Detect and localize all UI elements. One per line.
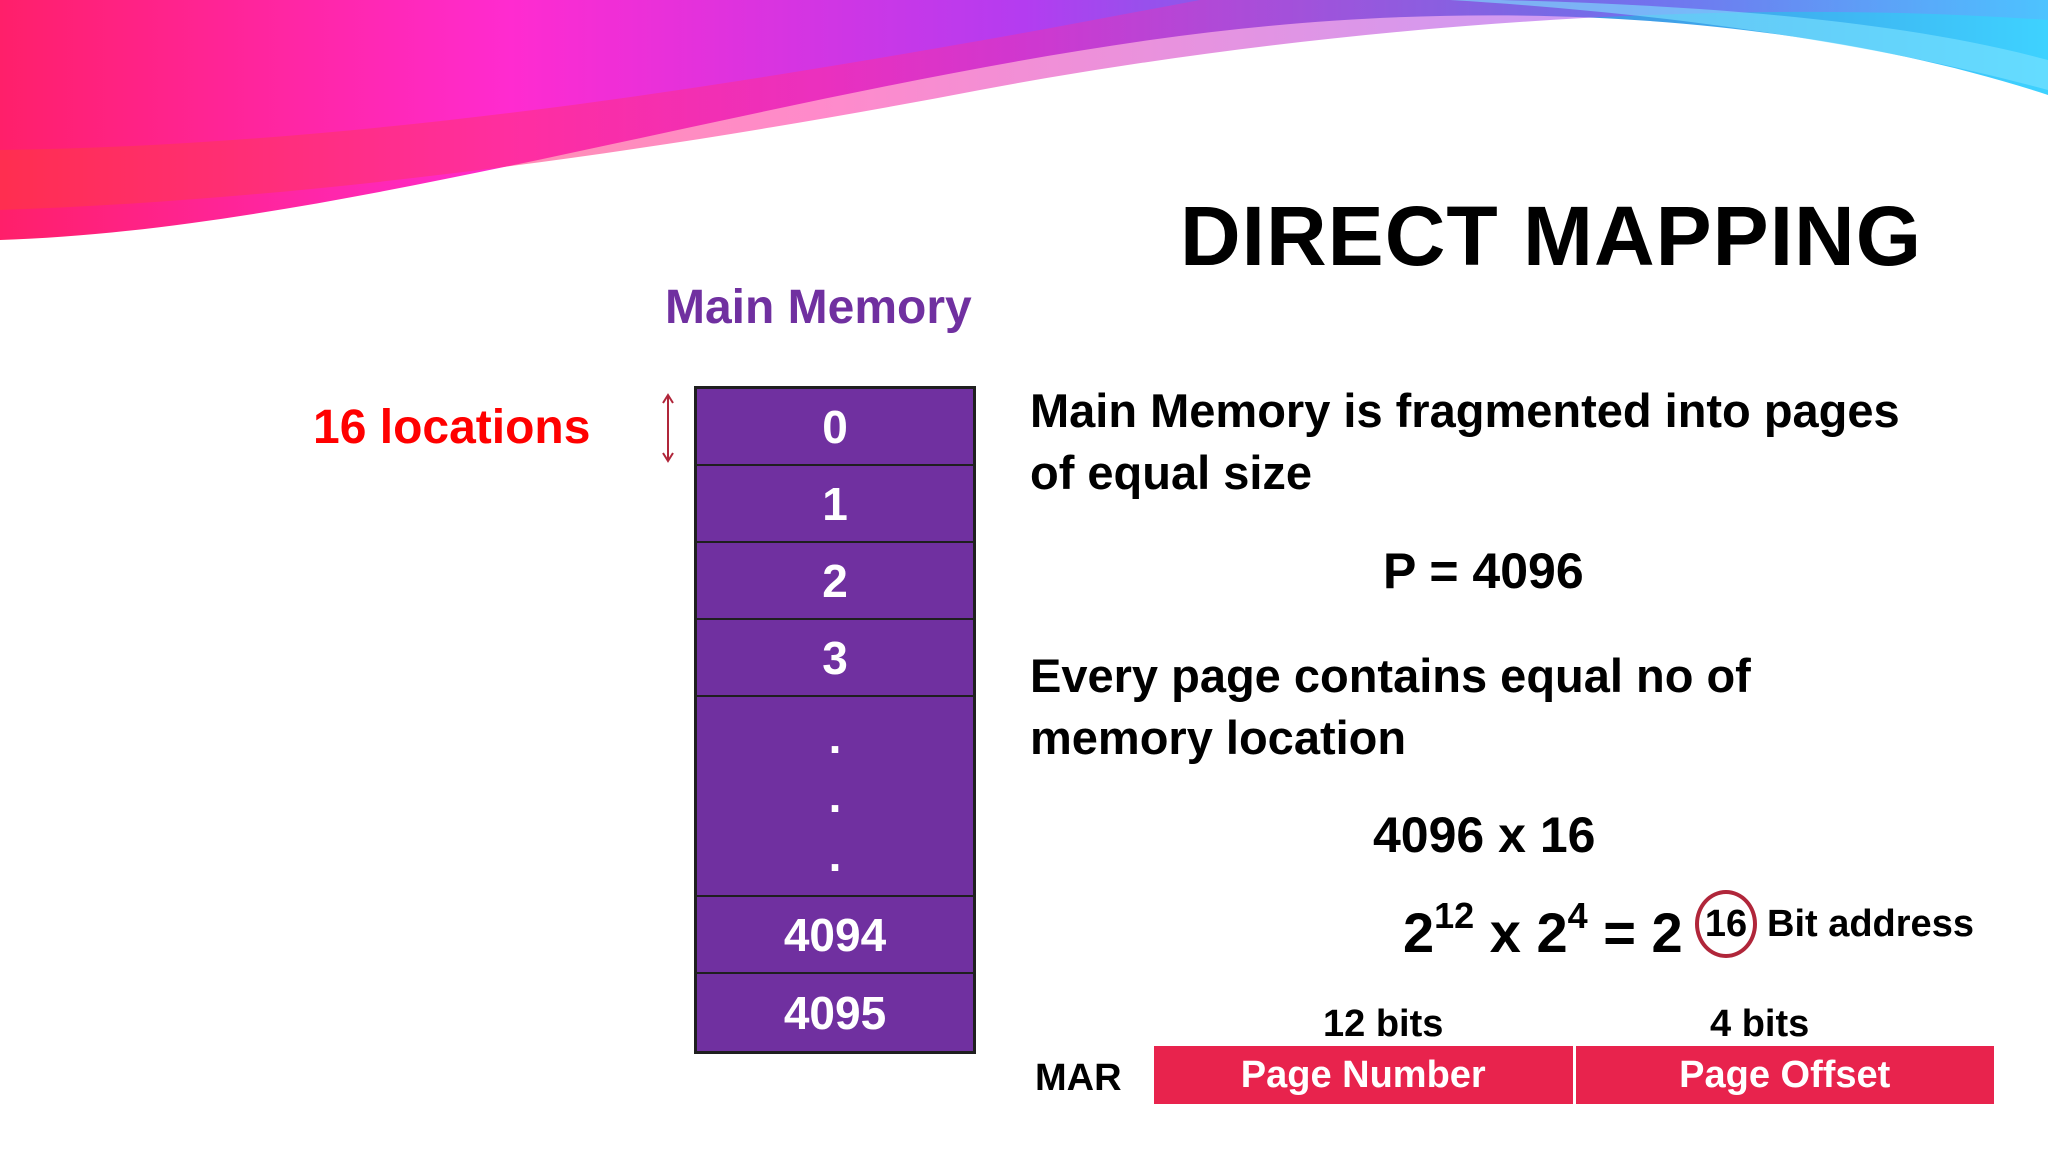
paragraph-line: Every page contains equal no of — [1030, 645, 1751, 707]
memory-cell: 4095 — [697, 974, 973, 1051]
circled-exponent: 16 — [1695, 890, 1757, 958]
bits-right-label: 4 bits — [1710, 1003, 1809, 1046]
mar-label: MAR — [1035, 1057, 1122, 1100]
paragraph-locations: Every page contains equal no of memory l… — [1030, 645, 1751, 769]
eq-result: = 2 — [1588, 901, 1683, 964]
eq-exponent: 12 — [1434, 895, 1474, 936]
bits-left-label: 12 bits — [1323, 1003, 1443, 1046]
page-number-segment: Page Number — [1154, 1046, 1573, 1104]
memory-ellipsis-cell: . . . — [697, 697, 973, 897]
eq-multiply: x 2 — [1474, 901, 1567, 964]
equation-product: 4096 x 16 — [1373, 806, 1595, 864]
memory-cell: 0 — [697, 389, 973, 466]
page-offset-segment: Page Offset — [1573, 1046, 1995, 1104]
paragraph-pages: Main Memory is fragmented into pages of … — [1030, 380, 1900, 504]
ellipsis-dot: . — [829, 835, 842, 875]
bit-address-label: Bit address — [1767, 903, 1974, 946]
mar-register: Page Number Page Offset — [1154, 1046, 1994, 1104]
paragraph-line: of equal size — [1030, 442, 1900, 504]
paragraph-line: Main Memory is fragmented into pages — [1030, 380, 1900, 442]
locations-label: 16 locations — [313, 400, 590, 455]
paragraph-line: memory location — [1030, 707, 1751, 769]
equation-powers: 212 x 24 = 2 — [1403, 900, 1683, 965]
eq-exponent: 4 — [1568, 895, 1588, 936]
memory-cell: 4094 — [697, 897, 973, 974]
memory-table: 0 1 2 3 . . . 4094 4095 — [694, 386, 976, 1054]
slide-title: DIRECT MAPPING — [1180, 188, 1922, 285]
memory-cell: 1 — [697, 466, 973, 543]
main-memory-label: Main Memory — [665, 280, 972, 335]
ellipsis-dot: . — [829, 776, 842, 816]
eq-base: 2 — [1403, 901, 1434, 964]
memory-cell: 2 — [697, 543, 973, 620]
double-arrow-icon — [660, 393, 676, 463]
memory-cell: 3 — [697, 620, 973, 697]
equation-page-size: P = 4096 — [1383, 542, 1584, 600]
ellipsis-dot: . — [829, 717, 842, 757]
